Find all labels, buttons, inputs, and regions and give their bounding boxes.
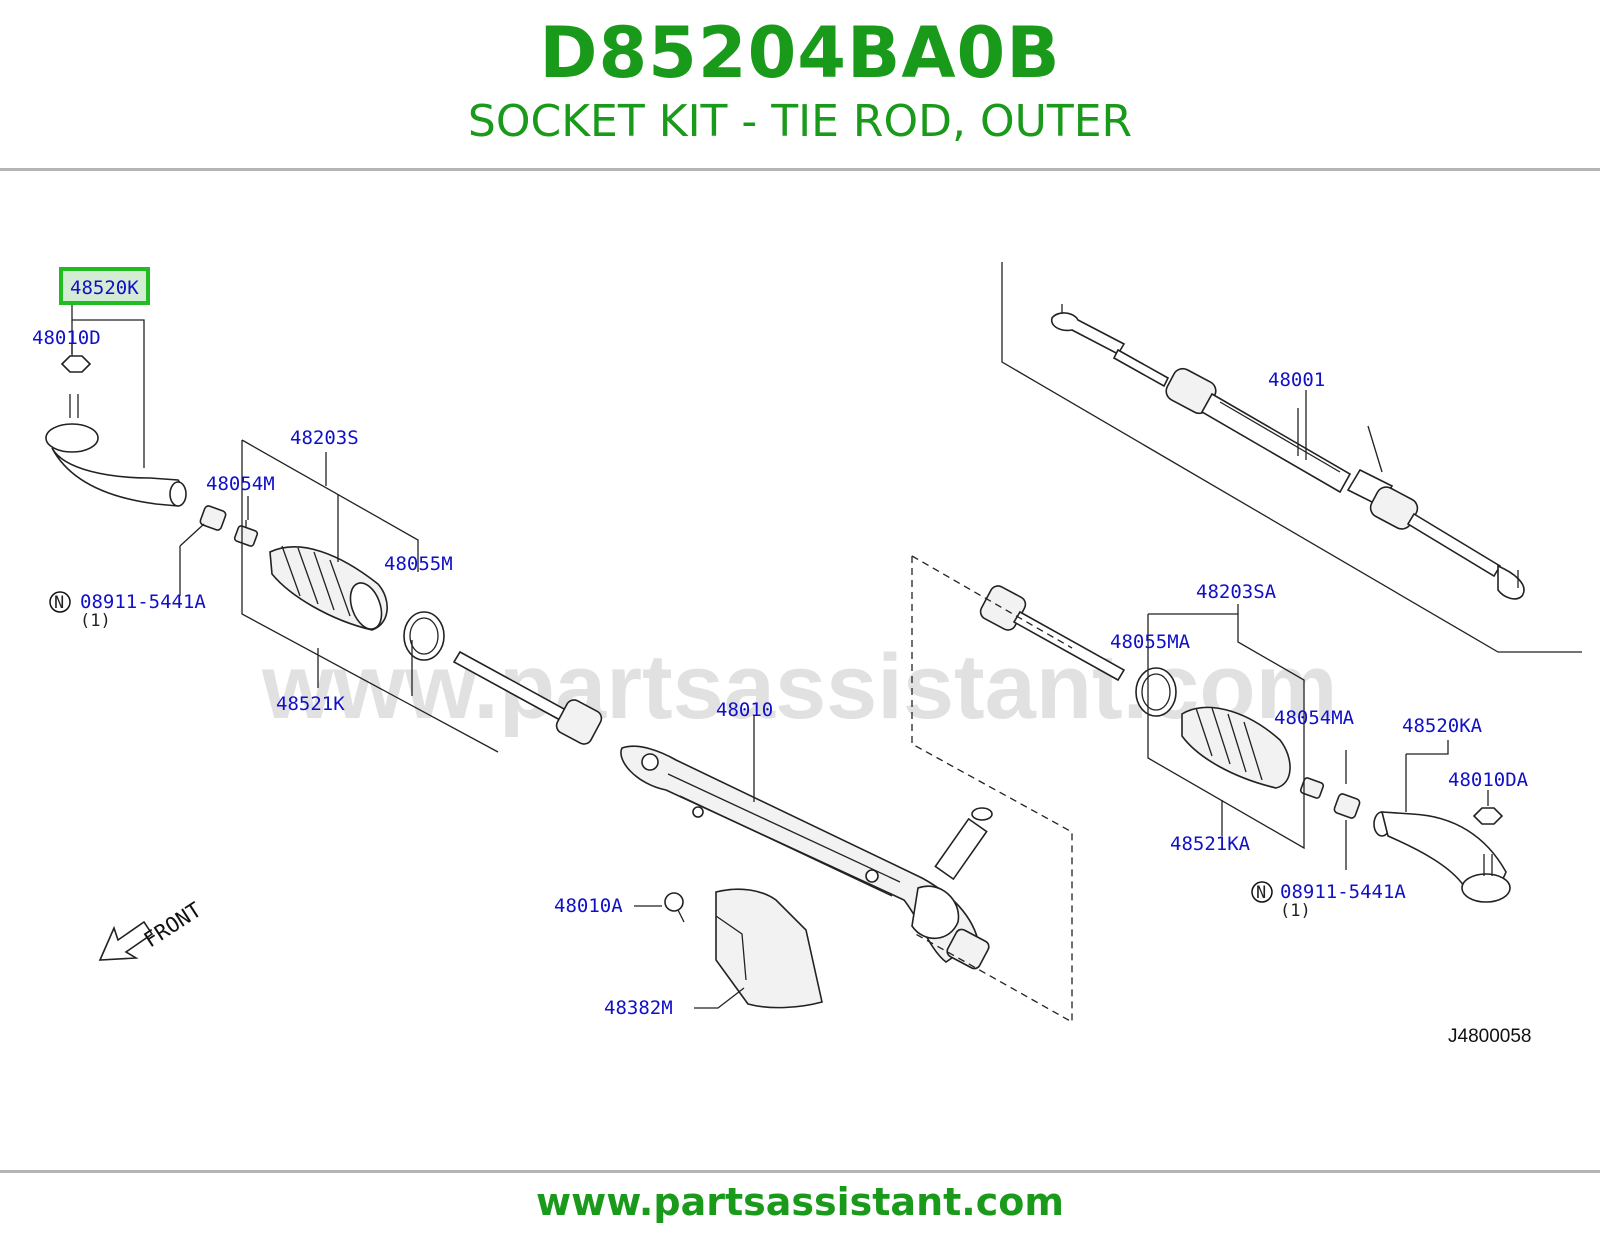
front-label: FRONT bbox=[140, 897, 206, 952]
part-number-title: D85204BA0B bbox=[539, 12, 1061, 94]
right-small-parts bbox=[1299, 777, 1504, 825]
n-symbol-right: N bbox=[1251, 881, 1273, 903]
quantity-left: (1) bbox=[80, 611, 111, 631]
callout-48203S[interactable]: 48203S bbox=[290, 427, 359, 449]
inset-steering-gear-assembly bbox=[1001, 262, 1582, 653]
callout-48055MA[interactable]: 48055MA bbox=[1110, 631, 1191, 653]
callout-48010[interactable]: 48010 bbox=[716, 699, 773, 721]
callout-48055M[interactable]: 48055M bbox=[384, 553, 453, 575]
callout-48520KA[interactable]: 48520KA bbox=[1402, 715, 1483, 737]
callout-08911-5441A-left[interactable]: 08911-5441A bbox=[80, 591, 206, 613]
callout-48521K[interactable]: 48521K bbox=[276, 693, 345, 715]
callout-48010D[interactable]: 48010D bbox=[32, 327, 101, 349]
front-direction-arrow: FRONT bbox=[98, 897, 206, 961]
highlighted-callout-box bbox=[59, 267, 150, 305]
callout-48054MA[interactable]: 48054MA bbox=[1274, 707, 1355, 729]
callout-48521KA[interactable]: 48521KA bbox=[1170, 833, 1251, 855]
callout-48001[interactable]: 48001 bbox=[1268, 369, 1325, 391]
footer-website-link[interactable]: www.partsassistant.com bbox=[536, 1180, 1064, 1224]
part-description: SOCKET KIT - TIE ROD, OUTER bbox=[467, 96, 1133, 147]
callout-08911-5441A-right[interactable]: 08911-5441A bbox=[1280, 881, 1406, 903]
callout-48382M[interactable]: 48382M bbox=[604, 997, 673, 1019]
callout-48203SA[interactable]: 48203SA bbox=[1196, 581, 1277, 603]
header-divider bbox=[0, 168, 1600, 171]
rack-insulator bbox=[664, 888, 823, 1009]
leader-lines bbox=[71, 304, 1489, 1009]
footer-divider bbox=[0, 1170, 1600, 1173]
callout-48520K[interactable]: 48520K bbox=[70, 277, 139, 299]
right-outer-tie-rod-end bbox=[1373, 811, 1511, 903]
svg-text:N: N bbox=[1256, 883, 1266, 903]
left-inner-tie-rod bbox=[452, 650, 603, 745]
figure-reference: J4800058 bbox=[1448, 1026, 1531, 1047]
steering-rack-housing bbox=[620, 745, 993, 970]
left-outer-tie-rod-end bbox=[45, 355, 187, 507]
quantity-right: (1) bbox=[1280, 901, 1311, 921]
svg-text:N: N bbox=[54, 593, 64, 613]
right-boot bbox=[1135, 667, 1291, 789]
callout-48010A[interactable]: 48010A bbox=[554, 895, 623, 917]
left-boot bbox=[269, 545, 445, 661]
callout-48054M[interactable]: 48054M bbox=[206, 473, 275, 495]
callout-48010DA[interactable]: 48010DA bbox=[1448, 769, 1529, 791]
n-symbol-left: N bbox=[49, 591, 71, 613]
left-small-parts bbox=[199, 505, 259, 547]
header: D85204BA0B SOCKET KIT - TIE ROD, OUTER bbox=[0, 0, 1600, 170]
dashed-assembly-frame bbox=[911, 556, 1073, 1024]
